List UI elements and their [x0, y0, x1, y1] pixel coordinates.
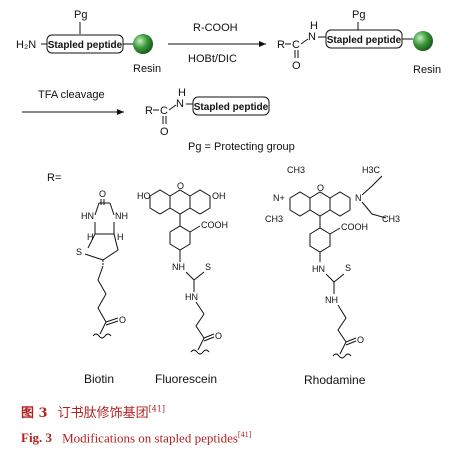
rhodamine-nh: NH [325, 295, 338, 305]
c-label-2: C [160, 105, 168, 117]
fluorescein-s: S [205, 262, 211, 272]
stapled-peptide-label-2: Stapled peptide [327, 35, 402, 46]
resin-bead-1 [133, 34, 153, 54]
rhodamine-label: Rhodamine [304, 373, 366, 387]
reagent-rcooh: R-COOH [193, 22, 238, 34]
rhodamine-ch3-bottom: CH3 [265, 214, 283, 224]
reagent-hobt-dic: HOBt/DIC [188, 53, 237, 65]
rhodamine-cooh: COOH [341, 222, 368, 232]
rhodamine-hn: HN [312, 264, 325, 274]
fluorescein-label: Fluorescein [155, 372, 217, 386]
r-label-2: R [145, 105, 153, 117]
fluorescein-ho: HO [137, 191, 151, 201]
rhodamine-s: S [345, 263, 351, 273]
r-equals-label: R= [47, 172, 61, 184]
o-label-1: O [292, 60, 301, 72]
biotin-h-right: H [117, 232, 124, 242]
c-label-1: C [292, 39, 300, 51]
resin-label-2: Resin [413, 64, 441, 76]
stapled-peptide-box-3 [192, 96, 270, 116]
rhodamine-n-right: N [355, 193, 362, 203]
caption-en-label: Fig. 3 [21, 430, 53, 446]
biotin-s: S [76, 247, 82, 257]
biotin-o-top: O [99, 189, 106, 199]
n-label-1: N [308, 31, 316, 43]
pg-label-right: Pg [352, 9, 365, 21]
stapled-peptide-label-3: Stapled peptide [194, 102, 269, 113]
fluorescein-nh: NH [172, 262, 185, 272]
biotin-hn: HN [81, 211, 94, 221]
rhodamine-structure: CH3 H3C N+ CH3 O N CH3 COOH HN S NH O [265, 165, 400, 359]
resin-bead-2 [413, 31, 433, 51]
n-label-2: N [176, 98, 184, 110]
caption-en-ref: [41] [237, 430, 252, 439]
rhodamine-nplus: N+ [273, 193, 285, 203]
rhodamine-ch3-left: CH3 [287, 165, 305, 175]
cleavage-step: TFA cleavage R C N H O Stapled peptide P… [22, 87, 295, 153]
r-label-1: R [277, 39, 285, 51]
stapled-peptide-label-1: Stapled peptide [48, 40, 123, 51]
tfa-cleavage-label: TFA cleavage [38, 89, 105, 101]
h-label-1: H [310, 20, 318, 32]
starting-material: Pg H₂N Stapled peptide Resin [16, 9, 161, 75]
resin-product: R C N H O Pg Stapled peptide Resin [277, 9, 441, 76]
caption-english: Fig. 3 Modifications on stapled peptides[… [21, 430, 251, 446]
biotin-nh: NH [115, 211, 128, 221]
biotin-o-carbonyl: O [119, 315, 126, 325]
rhodamine-o-carbonyl: O [357, 335, 364, 345]
fluorescein-oh: OH [212, 191, 226, 201]
protecting-group-note: Pg = Protecting group [188, 141, 295, 153]
fluorescein-o-ring: O [177, 181, 184, 191]
rhodamine-h3c-right: H3C [362, 165, 381, 175]
rhodamine-o-ring: O [317, 183, 324, 193]
biotin-label: Biotin [84, 372, 114, 386]
caption-chinese: 图 3 订书肽修饰基团[41] [21, 402, 165, 421]
coupling-arrow: R-COOH HOBt/DIC [168, 22, 266, 65]
amine-label: H₂N [16, 39, 36, 51]
caption-en-text: Modifications on stapled peptides [62, 430, 238, 446]
h-label-2: H [178, 87, 186, 99]
fluorescein-o-carbonyl: O [215, 331, 222, 341]
o-label-2: O [160, 126, 169, 138]
caption-cn-label: 图 3 [21, 406, 48, 421]
resin-label-1: Resin [133, 63, 161, 75]
fluorescein-structure: HO O OH COOH NH S HN O [137, 181, 228, 355]
caption-cn-text: 订书肽修饰基团 [57, 406, 149, 421]
rhodamine-ch3-right: CH3 [382, 214, 400, 224]
pg-label-left: Pg [74, 9, 87, 21]
caption-cn-ref: [41] [148, 404, 166, 414]
biotin-h-left: H [87, 232, 94, 242]
biotin-structure: O HN NH H H S O [76, 189, 128, 339]
fluorescein-hn: HN [185, 292, 198, 302]
fluorescein-cooh: COOH [201, 220, 228, 230]
